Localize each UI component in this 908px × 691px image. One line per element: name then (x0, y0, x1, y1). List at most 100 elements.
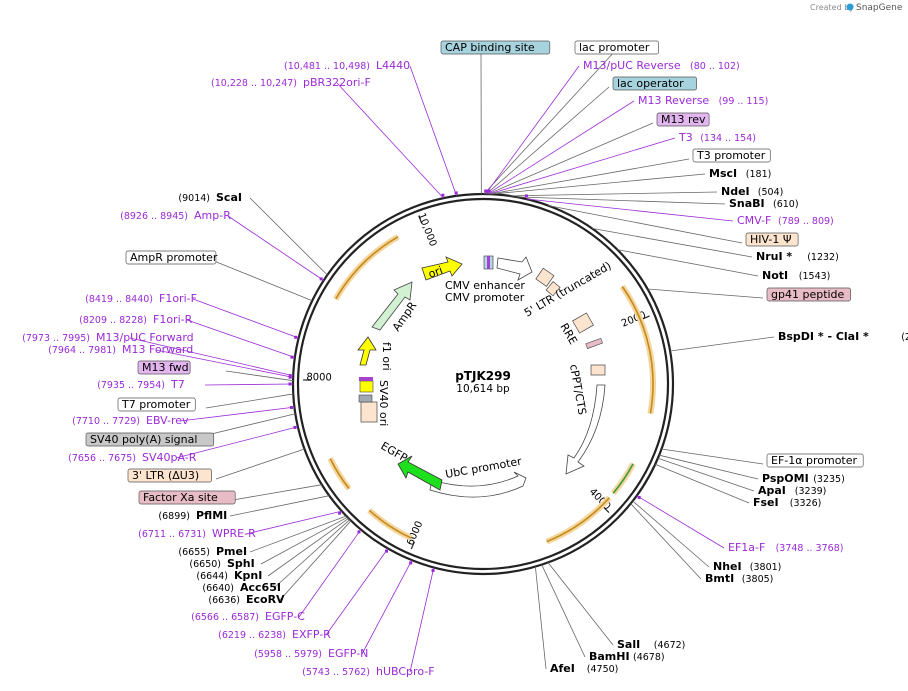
label-t7p[interactable]: T7 promoter (117, 397, 196, 412)
leader-line-noti (617, 249, 759, 277)
label-nhei[interactable]: NheI(3801) (713, 560, 781, 573)
orf-arc-4 (368, 509, 412, 539)
label-kpni[interactable]: (6644)KpnI (196, 569, 262, 582)
label-hiv[interactable]: HIV-1 Ψ (745, 232, 799, 247)
label-t3[interactable]: T3(134 .. 154) (678, 131, 756, 144)
label-ltr3[interactable]: 3' LTR (ΔU3) (127, 468, 212, 483)
label-factorxa[interactable]: Factor Xa site (138, 490, 236, 505)
label-afei[interactable]: AfeI(4750) (550, 662, 618, 675)
leader-line-bspdi (670, 336, 775, 352)
label-cmvf[interactable]: CMV-F(789 .. 809) (737, 214, 834, 227)
leader-line-ampr (227, 215, 324, 281)
label-coord-f1orif: (8419 .. 8440) (85, 294, 153, 305)
label-coord-ecorv: (6636) (208, 595, 240, 606)
label-msci[interactable]: MscI(181) (709, 167, 771, 180)
label-coord-exfpr: (6219 .. 6238) (218, 630, 286, 641)
leader-line-snabi (515, 196, 726, 205)
label-ecorv[interactable]: (6636)EcoRV (208, 593, 285, 606)
leader-line-nrui (591, 227, 753, 258)
label-acc65i[interactable]: (6640)Acc65I (202, 581, 281, 594)
label-coord-m13fwd: (7964 .. 7981) (48, 345, 116, 356)
label-egfpn[interactable]: (5958 .. 5979)EGFP-N (254, 647, 368, 660)
label-coord-ebvrev: (7710 .. 7729) (72, 416, 140, 427)
label-cap[interactable]: CAP binding site (440, 40, 551, 55)
label-ef1af[interactable]: EF1a-F(3748 .. 3768) (728, 541, 843, 554)
label-m13puc[interactable]: M13/pUC Reverse(80 .. 102) (583, 59, 740, 72)
label-hubc[interactable]: (5743 .. 5762)hUBCpro-F (302, 665, 434, 678)
leader-line-kpni (267, 518, 349, 577)
label-box-cap (440, 40, 551, 55)
label-exfpr[interactable]: (6219 .. 6238)EXFP-R (218, 628, 331, 641)
label-apai[interactable]: ApaI(3239) (758, 484, 826, 497)
leader-line-sv40par (175, 426, 298, 459)
label-bmti[interactable]: BmtI(3805) (705, 572, 773, 585)
label-bamhi[interactable]: BamHI(4678) (589, 650, 665, 663)
leader-line-ef1af (636, 495, 725, 549)
primer-mark-f1orir (290, 355, 294, 359)
label-nrui[interactable]: NruI *(1232) (756, 250, 839, 263)
label-text-fsei: FseI (753, 496, 779, 509)
label-lacop[interactable]: lac operator (612, 76, 697, 91)
label-text-wprer: WPRE-R (212, 527, 256, 540)
label-box-m13fwdbox (137, 360, 191, 375)
leader-line-ltr3 (215, 448, 305, 480)
label-f1orir[interactable]: (8209 .. 8228)F1ori-R (79, 313, 192, 326)
label-ampr[interactable]: (8926 .. 8945)Amp-R (120, 209, 231, 222)
label-pspomi[interactable]: PspOMI(3235) (762, 472, 845, 485)
label-egfpc[interactable]: (6566 .. 6587)EGFP-C (191, 610, 305, 623)
label-snabi[interactable]: SnaBI(610) (729, 197, 799, 210)
label-text-ef1p: EF-1α promoter (771, 454, 858, 467)
label-sv40par[interactable]: (7656 .. 7675)SV40pA-R (68, 451, 197, 464)
label-text-msci: MscI (709, 167, 737, 180)
label-pflmi[interactable]: (6899)PflMI (158, 509, 227, 522)
label-lacp[interactable]: lac promoter (574, 40, 659, 55)
label-text-ltr3: 3' LTR (ΔU3) (132, 469, 199, 482)
leader-line-egfpn (361, 559, 413, 655)
label-wprer[interactable]: (6711 .. 6731)WPRE-R (138, 527, 256, 540)
label-m13fwd[interactable]: (7964 .. 7981)M13 Forward (48, 343, 193, 356)
label-pmei[interactable]: (6655)PmeI (178, 545, 247, 558)
label-coord-kpni: (6644) (196, 571, 228, 582)
label-m13fwdbox[interactable]: M13 fwd (137, 360, 191, 375)
label-ndei[interactable]: NdeI(504) (721, 185, 783, 198)
label-f1orif[interactable]: (8419 .. 8440)F1ori-F (85, 292, 197, 305)
label-coord-ampr: (8926 .. 8945) (120, 211, 188, 222)
ampr-arrow (371, 281, 413, 331)
label-coord-bmti: (3805) (742, 574, 774, 585)
label-box-ef1p (766, 453, 864, 468)
label-gp41[interactable]: gp41 peptide (766, 287, 851, 302)
label-coord-scai: (9014) (178, 193, 210, 204)
label-coord-noti: (1543) (799, 271, 831, 282)
label-pbr[interactable]: (10,228 .. 10,247)pBR322ori-F (211, 76, 371, 89)
credit-brand: SnapGene (856, 3, 903, 13)
feature-sv40ori: SV40 ori (377, 380, 390, 426)
label-ampp[interactable]: AmpR promoter (125, 250, 218, 265)
primer-mark-l4440 (454, 191, 458, 195)
label-ef1p[interactable]: EF-1α promoter (766, 453, 864, 468)
label-text-m13revbox: M13 rev (661, 113, 706, 126)
label-t3p[interactable]: T3 promoter (692, 148, 771, 163)
label-sphi[interactable]: (6650)SphI (189, 557, 254, 570)
label-text-egfpn: EGFP-N (328, 647, 368, 660)
label-text-hubc: hUBCpro-F (376, 665, 435, 678)
label-text-pmei: PmeI (216, 545, 247, 558)
label-fsei[interactable]: FseI(3326) (753, 496, 821, 509)
label-scai[interactable]: (9014)ScaI (178, 191, 242, 204)
primer-mark-exfpr (385, 549, 388, 553)
label-text-sphi: SphI (227, 557, 255, 570)
label-m13pucf[interactable]: (7973 .. 7995)M13/pUC Forward (22, 331, 194, 344)
label-text-l4440: L4440 (376, 59, 410, 72)
label-sali[interactable]: SalI(4672) (617, 638, 685, 651)
label-ebvrev[interactable]: (7710 .. 7729)EBV-rev (72, 414, 189, 427)
leader-line-ampp (213, 260, 313, 302)
label-bspdi[interactable]: BspDI * - ClaI *(2418) (778, 330, 908, 343)
m13fwd-block (359, 377, 373, 381)
label-l4440[interactable]: (10,481 .. 10,498)L4440 (284, 59, 410, 72)
label-noti[interactable]: NotI(1543) (762, 269, 830, 282)
primer-mark-egfpc (357, 530, 361, 534)
label-m13rev[interactable]: M13 Reverse(99 .. 115) (638, 94, 768, 107)
label-t7[interactable]: (7935 .. 7954)T7 (97, 378, 185, 391)
label-sv40polya[interactable]: SV40 poly(A) signal (85, 432, 215, 447)
label-m13revbox[interactable]: M13 rev (656, 112, 710, 127)
